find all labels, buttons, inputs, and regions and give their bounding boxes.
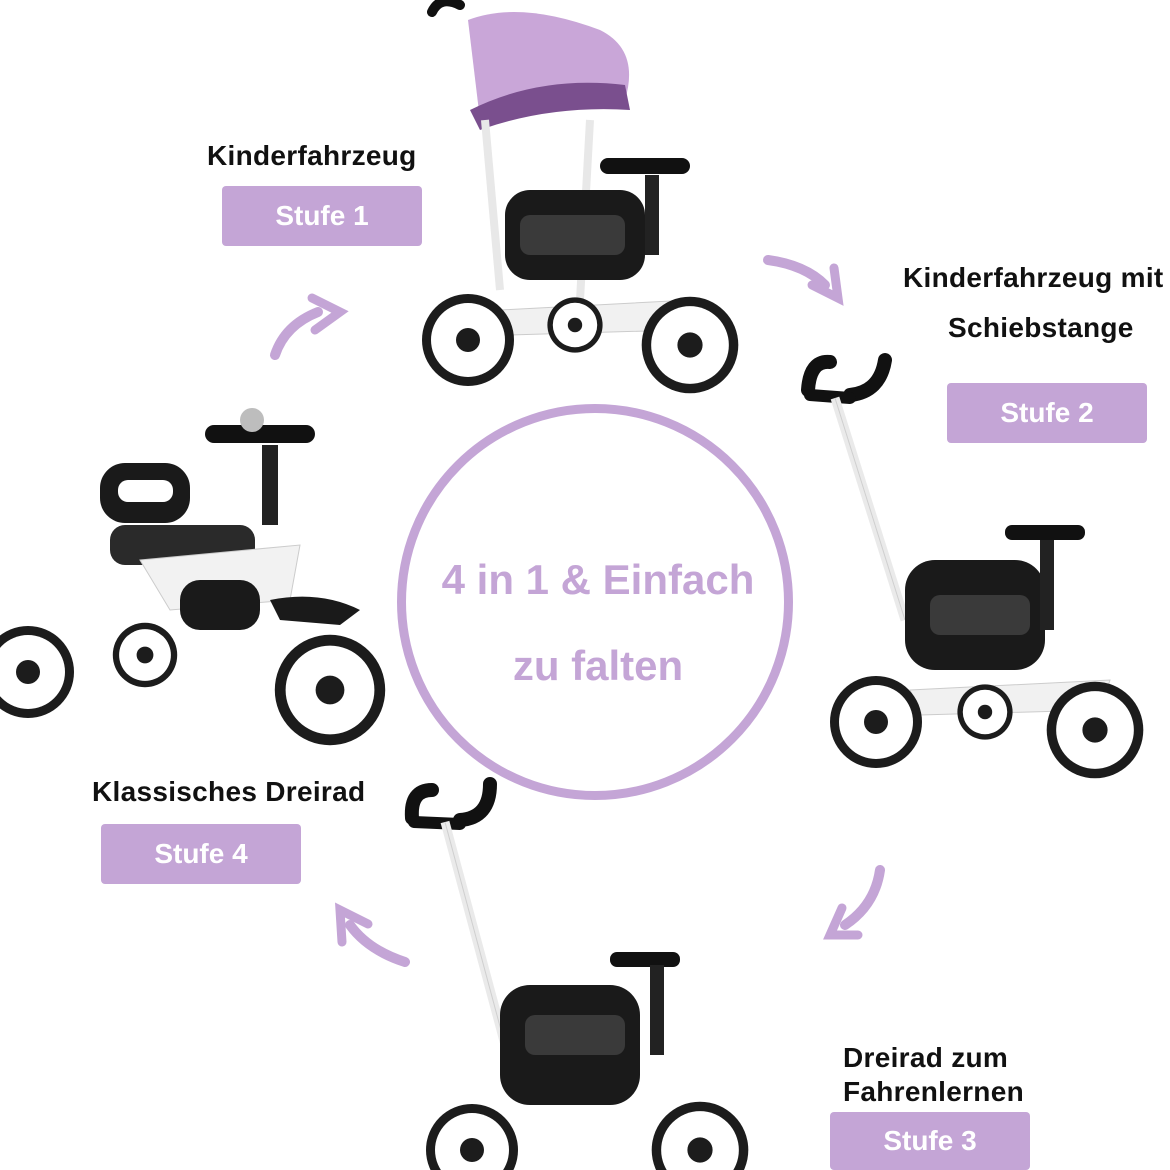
center-circle (397, 404, 793, 800)
stage-4-title: Klassisches Dreirad (92, 776, 366, 807)
stage-3-title-line-2: Fahrenlernen (843, 1076, 1024, 1107)
center-text-line-1: 4 in 1 & Einfach (441, 556, 755, 603)
trike-stage-4-image (0, 408, 386, 746)
trike-stage-2-image (801, 353, 1144, 779)
trike-stage-1-image (422, 0, 739, 394)
stage-1-title: Kinderfahrzeug (207, 140, 417, 171)
arrow-3-to-4 (335, 902, 410, 967)
arrow-1-to-2 (763, 255, 844, 306)
stage-3-title-line-1: Dreirad zum (843, 1042, 1009, 1073)
stage-2-badge: Stufe 2 (947, 383, 1147, 443)
arrow-4-to-1 (270, 293, 349, 360)
center-text-line-2: zu falten (512, 642, 684, 689)
stage-2-title-line-2: Schiebstange (948, 312, 1134, 343)
stage-2-title-line-1: Kinderfahrzeug mit (903, 262, 1164, 293)
arrow-2-to-3 (823, 865, 885, 940)
stage-1-badge: Stufe 1 (222, 186, 422, 246)
stage-3-badge: Stufe 3 (830, 1112, 1030, 1170)
stage-4-badge: Stufe 4 (101, 824, 301, 884)
trike-stage-3-image (404, 777, 749, 1170)
